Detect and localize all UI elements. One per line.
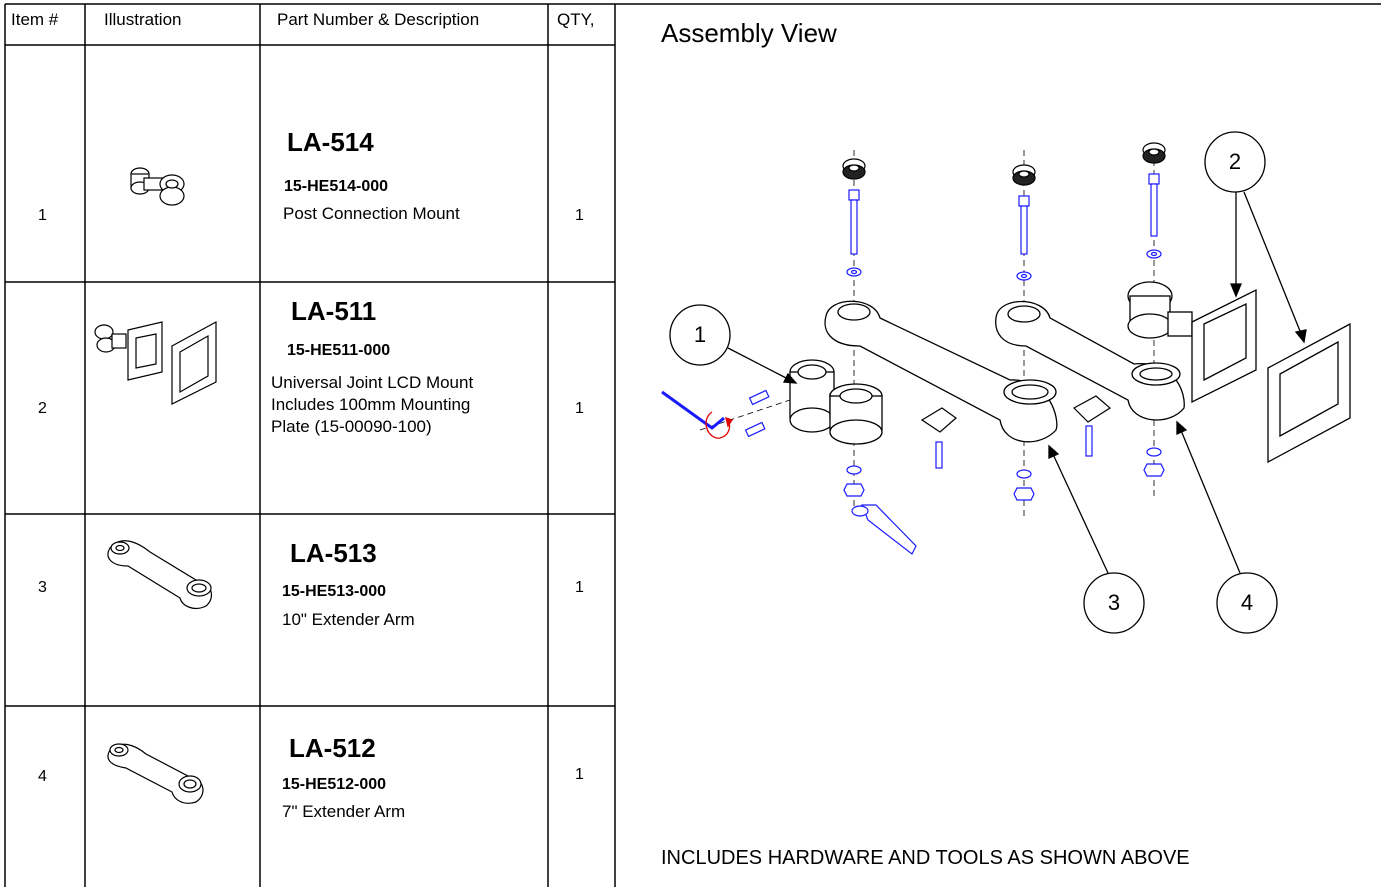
row-4-code: 15-HE512-000 (282, 776, 387, 793)
cap-knobs (842, 142, 1166, 186)
row-3-qty: 1 (575, 579, 584, 596)
illustration-10in-extender-arm (107, 540, 213, 610)
row-3-item-number: 3 (38, 579, 47, 596)
row-2-description-line-1: Universal Joint LCD Mount (271, 373, 474, 392)
header-item-number: Item # (11, 10, 59, 29)
illustration-universal-joint-mount (94, 320, 217, 405)
row-3-description: 10" Extender Arm (282, 610, 415, 629)
row-4-item-number: 4 (38, 768, 47, 785)
row-1-item-number: 1 (38, 207, 47, 224)
leader-lines (727, 191, 1307, 574)
row-1-qty: 1 (575, 207, 584, 224)
balloon-4 (1216, 572, 1278, 634)
row-2-part-number: LA-511 (291, 296, 377, 326)
row-1-code: 15-HE514-000 (284, 178, 389, 195)
hardware-note: INCLUDES HARDWARE AND TOOLS AS SHOWN ABO… (661, 847, 1190, 869)
assembly-clips (920, 395, 1112, 433)
balloons (669, 131, 1278, 634)
assembly-7in-arm (995, 300, 1185, 421)
row-4-description: 7" Extender Arm (282, 802, 406, 821)
row-4-part-number: LA-512 (289, 733, 376, 763)
rotation-arrow (705, 411, 734, 439)
balloon-2 (1204, 131, 1266, 193)
hardware-bolts (661, 173, 1165, 555)
illustration-post-connection-mount (130, 167, 185, 206)
row-1-part-number: LA-514 (287, 127, 374, 157)
balloon-1 (669, 304, 731, 366)
balloon-3 (1083, 572, 1145, 634)
row-2-item-number: 2 (38, 400, 47, 417)
row-2-qty: 1 (575, 400, 584, 417)
balloon-3-label: 3 (1107, 590, 1121, 615)
header-part-number-description: Part Number & Description (277, 10, 480, 29)
row-1-description: Post Connection Mount (283, 204, 460, 223)
assembly-title: Assembly View (661, 18, 837, 48)
assembly-axis-lines (699, 150, 1155, 520)
row-2-description-line-3: Plate (15-00090-100) (271, 417, 432, 436)
row-4-qty: 1 (575, 766, 584, 783)
assembly-post-connection-mount (789, 359, 883, 445)
balloon-4-label: 4 (1240, 590, 1254, 615)
illustration-7in-extender-arm (107, 743, 204, 804)
table-grid (4, 3, 1381, 887)
assembly-10in-arm (824, 300, 1058, 443)
row-2-code: 15-HE511-000 (287, 342, 391, 359)
row-3-part-number: LA-513 (290, 538, 377, 568)
row-2-description-line-2: Includes 100mm Mounting (271, 395, 471, 414)
balloon-2-label: 2 (1228, 149, 1242, 174)
header-illustration: Illustration (104, 10, 182, 29)
header-qty: QTY, (557, 10, 595, 29)
balloon-1-label: 1 (693, 322, 707, 347)
row-3-code: 15-HE513-000 (282, 583, 387, 600)
assembly-universal-joint-mount (1127, 281, 1351, 464)
